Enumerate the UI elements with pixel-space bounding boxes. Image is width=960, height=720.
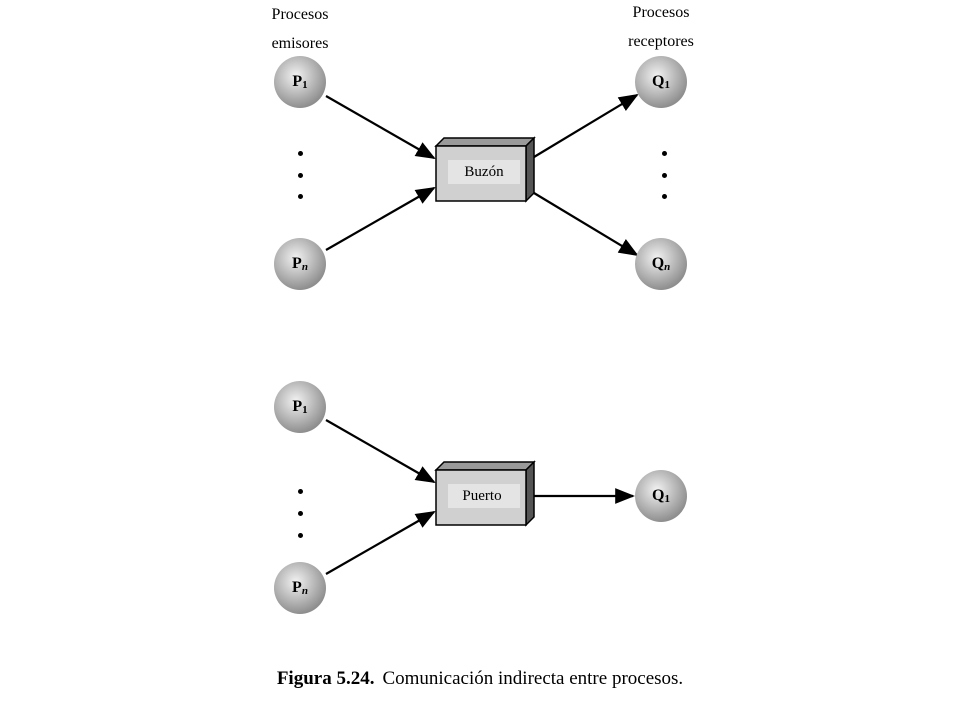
node-p1-bottom [274, 381, 326, 433]
node-qn-top [635, 238, 687, 290]
arrow-pn-to-mailbox [325, 187, 436, 251]
figure-caption-text: Comunicación indirecta entre procesos. [382, 668, 684, 689]
arrow-mailbox-to-q1 [533, 93, 639, 158]
arrow-p1-to-mailbox [325, 95, 436, 159]
senders-heading-line2: emisores [271, 35, 329, 52]
label-qn-top: Qn [651, 255, 671, 273]
label-q1-top: Q1 [652, 73, 670, 91]
arrow-pn-to-port [325, 511, 436, 575]
figure-caption-number: Figura 5.24. [276, 668, 375, 689]
senders-heading-line1: Procesos [271, 6, 329, 23]
receivers-heading-line2: receptores [628, 33, 694, 50]
port-box [434, 460, 536, 527]
mailbox-label: Buzón [464, 164, 504, 180]
node-pn-top [274, 238, 326, 290]
arrow-p1-to-port [325, 419, 436, 483]
node-q1-bottom [635, 470, 687, 522]
label-q1-bottom: Q1 [652, 487, 670, 505]
node-pn-bottom [274, 562, 326, 614]
ellipsis-dot [298, 173, 303, 178]
ellipsis-dot [298, 533, 303, 538]
ellipsis-dot [298, 489, 303, 494]
ellipsis-dot [662, 194, 667, 199]
ellipsis-dot [662, 173, 667, 178]
ellipsis-dot [298, 151, 303, 156]
ellipsis-dot [298, 511, 303, 516]
ellipsis-dot [298, 194, 303, 199]
arrow-mailbox-to-qn [533, 192, 639, 257]
label-p1-bottom: P1 [292, 398, 308, 416]
figure-caption: Figura 5.24. Comunicación indirecta entre… [0, 668, 960, 690]
label-p1-top: P1 [292, 73, 308, 91]
node-p1-top [274, 56, 326, 108]
receivers-heading-line1: Procesos [632, 4, 690, 21]
ellipsis-dot [662, 151, 667, 156]
node-q1-top [635, 56, 687, 108]
senders-heading: Procesos emisores [250, 0, 350, 58]
label-pn-bottom: Pn [292, 579, 308, 597]
mailbox-box [434, 136, 536, 203]
label-pn-top: Pn [292, 255, 308, 273]
port-label: Puerto [462, 488, 502, 504]
receivers-heading: Procesos receptores [606, 0, 716, 56]
